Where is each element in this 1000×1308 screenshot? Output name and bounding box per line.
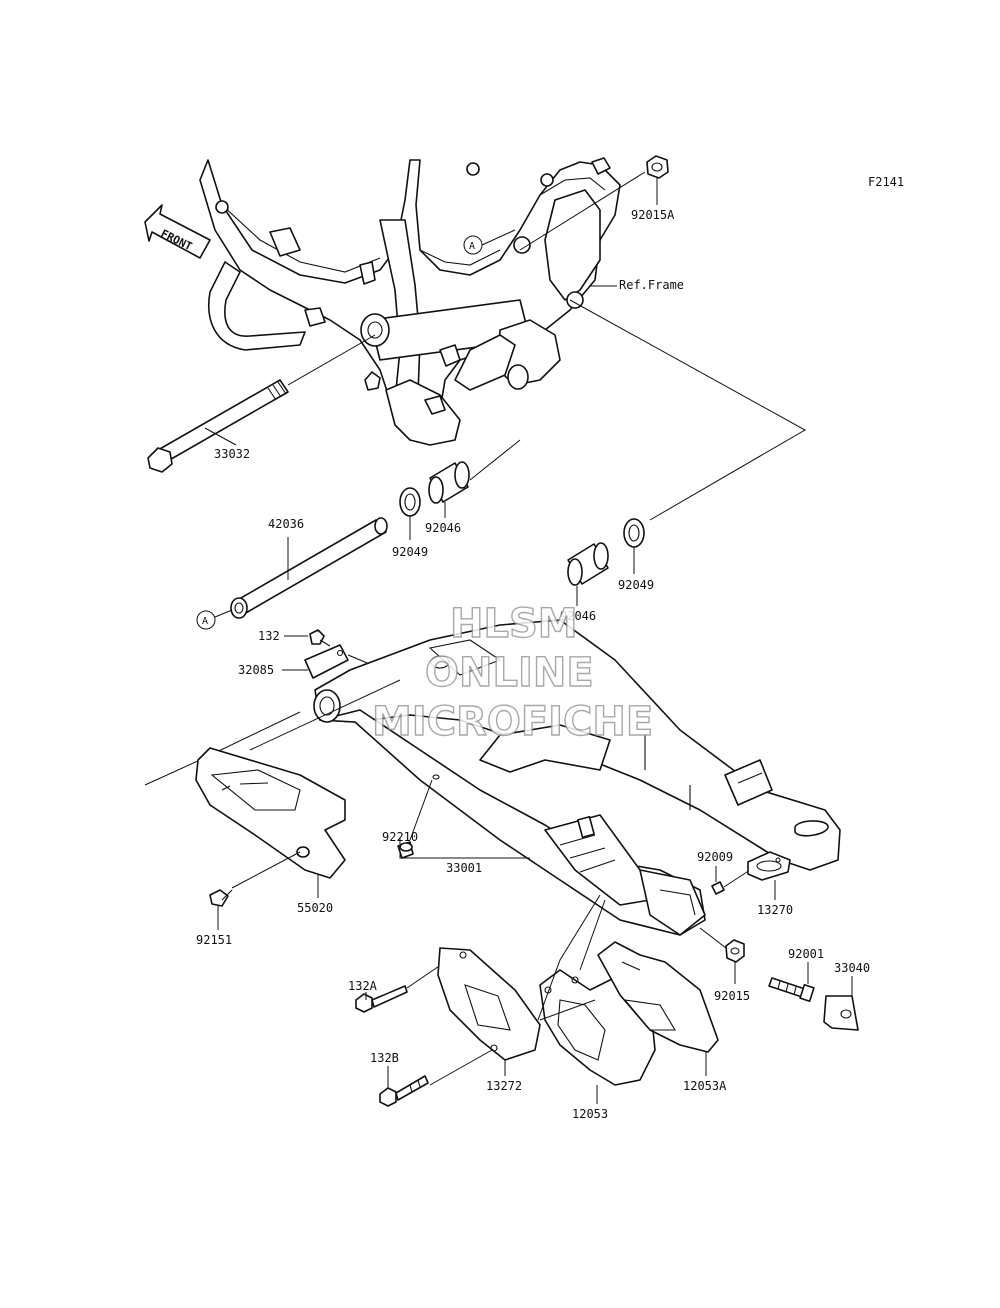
part-13270[interactable] bbox=[747, 851, 791, 881]
leader-marker-a-sleeve bbox=[214, 609, 233, 618]
leader-swingarm-upper bbox=[249, 679, 401, 751]
part-132[interactable] bbox=[309, 629, 331, 647]
label-92015A: 92015A bbox=[631, 208, 675, 222]
part-33001-swingarm[interactable] bbox=[313, 619, 841, 936]
leader-92015-arm bbox=[699, 927, 727, 949]
label-32085: 32085 bbox=[238, 663, 274, 677]
part-33032[interactable] bbox=[147, 379, 289, 473]
label-92210: 92210 bbox=[382, 830, 418, 844]
label-132B: 132B bbox=[370, 1051, 399, 1065]
label-13272: 13272 bbox=[486, 1079, 522, 1093]
label-92049-lower: 92049 bbox=[618, 578, 654, 592]
watermark-line1: HLSM bbox=[450, 601, 578, 647]
watermark: HLSM ONLINE MICROFICHE bbox=[371, 600, 654, 745]
label-55020: 55020 bbox=[297, 901, 333, 915]
part-92046-upper[interactable] bbox=[428, 461, 470, 504]
watermark-line2: ONLINE bbox=[425, 650, 594, 696]
part-33040[interactable] bbox=[823, 995, 859, 1031]
part-132A[interactable] bbox=[355, 985, 408, 1013]
label-132A: 132A bbox=[348, 979, 378, 993]
label-92001: 92001 bbox=[788, 947, 824, 961]
part-92009[interactable] bbox=[711, 881, 725, 895]
leader-92015A-frame bbox=[519, 171, 646, 251]
label-92151: 92151 bbox=[196, 933, 232, 947]
part-12053A-chain-guide[interactable] bbox=[597, 941, 719, 1053]
leader-pivot-right bbox=[569, 299, 807, 521]
label-33040: 33040 bbox=[834, 961, 870, 975]
leader-guide-mount-2 bbox=[579, 899, 606, 971]
leader-guide-mount bbox=[537, 894, 601, 1021]
part-92015A[interactable] bbox=[646, 155, 669, 179]
part-55020-chain-slider[interactable] bbox=[195, 747, 346, 879]
part-42036[interactable] bbox=[230, 517, 388, 619]
leader-92151-slider bbox=[231, 851, 301, 889]
label-92049-upper: 92049 bbox=[392, 545, 428, 559]
watermark-line3: MICROFICHE bbox=[372, 699, 653, 745]
leader-92210 bbox=[409, 779, 433, 841]
part-92049-lower[interactable] bbox=[623, 518, 645, 548]
marker-a-frame-text: A bbox=[469, 241, 475, 252]
label-42036: 42036 bbox=[268, 517, 304, 531]
label-13270: 13270 bbox=[757, 903, 793, 917]
frame-section bbox=[199, 157, 621, 446]
leader-13272-bolt bbox=[429, 1049, 493, 1086]
label-132: 132 bbox=[258, 629, 280, 643]
leader-marker-a-frame bbox=[481, 229, 516, 246]
figure-code: F2141 bbox=[868, 175, 904, 189]
part-92049-upper[interactable] bbox=[399, 487, 421, 517]
label-92046-upper: 92046 bbox=[425, 521, 461, 535]
label-92009: 92009 bbox=[697, 850, 733, 864]
front-arrow: FRONT bbox=[144, 204, 211, 259]
label-33032: 33032 bbox=[214, 447, 250, 461]
marker-a-sleeve bbox=[196, 610, 216, 630]
leader-33032-frame bbox=[287, 334, 376, 386]
leader-pivot-left bbox=[469, 439, 521, 481]
part-92015[interactable] bbox=[725, 939, 745, 963]
part-92210[interactable] bbox=[397, 774, 440, 859]
part-132B[interactable] bbox=[379, 1075, 429, 1107]
label-12053A: 12053A bbox=[683, 1079, 727, 1093]
label-92046-lower: 92046 bbox=[560, 609, 596, 623]
part-92001[interactable] bbox=[768, 977, 815, 1003]
part-32085[interactable] bbox=[304, 644, 349, 679]
label-33001: 33001 bbox=[446, 861, 482, 875]
leader-92009-plate bbox=[723, 869, 751, 888]
leader-12053-arm bbox=[539, 999, 596, 1021]
label-92015: 92015 bbox=[714, 989, 750, 1003]
part-13272[interactable] bbox=[437, 947, 541, 1061]
label-12053: 12053 bbox=[572, 1107, 608, 1121]
leader-33032 bbox=[204, 427, 237, 446]
ref-frame-label: Ref.Frame bbox=[619, 278, 684, 292]
part-92151[interactable] bbox=[209, 889, 233, 907]
part-92046-lower[interactable] bbox=[567, 542, 609, 586]
marker-a-sleeve-text: A bbox=[202, 616, 208, 627]
